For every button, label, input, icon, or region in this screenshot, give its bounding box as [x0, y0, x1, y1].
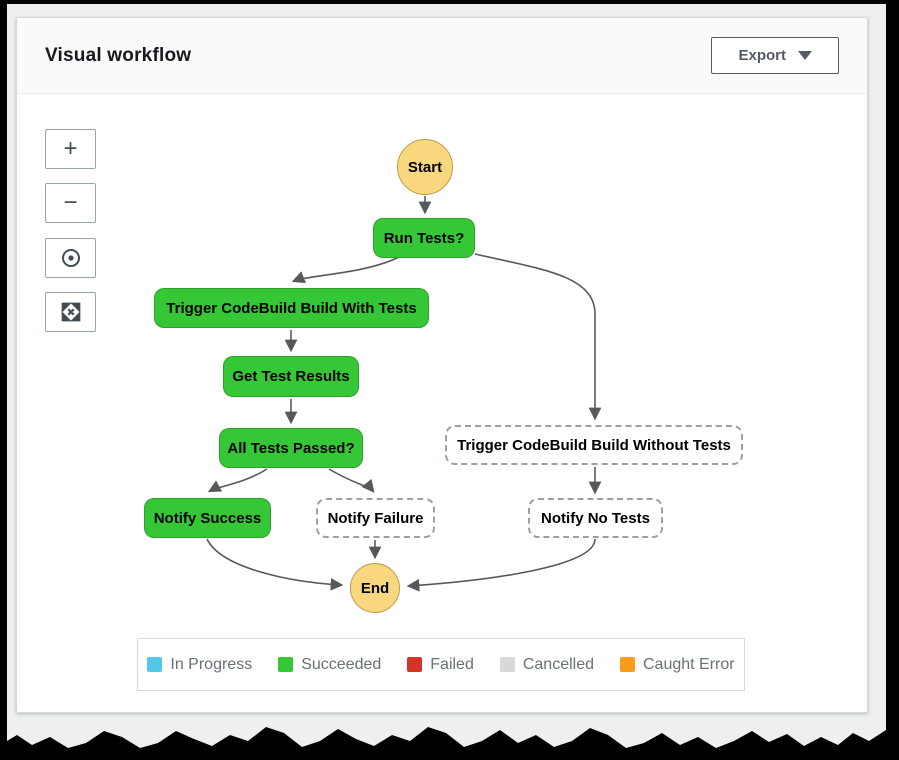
node-trigger-with-label: Trigger CodeBuild Build With Tests: [166, 299, 417, 317]
legend-label: Cancelled: [522, 655, 594, 673]
legend-label: Caught Error: [643, 655, 735, 673]
page-title: Visual workflow: [45, 44, 192, 66]
edge-allpassed-to-notifyfailure: [328, 468, 375, 493]
plus-icon: +: [63, 135, 78, 162]
status-legend: In Progress Succeeded Failed Cancelled C…: [137, 638, 745, 691]
legend-item-in-progress: In Progress: [147, 656, 252, 674]
edge-runtests-to-triggerwith: [291, 256, 400, 284]
in-progress-swatch-icon: [147, 657, 163, 672]
node-trigger-codebuild-without-tests[interactable]: Trigger CodeBuild Build Without Tests: [445, 425, 743, 465]
node-start-label: Start: [407, 158, 443, 176]
node-run-tests-label: Run Tests?: [383, 229, 465, 247]
node-notify-success-label: Notify Success: [153, 509, 262, 527]
legend-label: Succeeded: [301, 655, 382, 673]
edge-notifynotests-to-end: [406, 538, 596, 592]
cancelled-swatch-icon: [499, 657, 515, 672]
node-run-tests[interactable]: Run Tests?: [373, 218, 475, 258]
center-view-button[interactable]: [45, 238, 96, 278]
legend-item-succeeded: Succeeded: [278, 656, 381, 674]
node-notify-no-tests[interactable]: Notify No Tests: [528, 498, 663, 538]
edge-runtests-to-triggerwithout: [474, 253, 602, 421]
node-notify-success[interactable]: Notify Success: [144, 498, 271, 538]
expand-arrows-icon: [61, 302, 80, 322]
export-button-label: Export: [738, 47, 786, 64]
fit-to-screen-button[interactable]: [45, 292, 96, 332]
failed-swatch-icon: [407, 657, 423, 672]
zoom-out-button[interactable]: −: [45, 183, 96, 223]
succeeded-swatch-icon: [278, 657, 294, 672]
node-trigger-without-label: Trigger CodeBuild Build Without Tests: [457, 436, 731, 454]
node-notify-failure-label: Notify Failure: [327, 509, 424, 527]
center-target-icon: [61, 249, 80, 267]
screenshot-page: Visual workflow Export + −: [7, 4, 886, 748]
node-trigger-codebuild-with-tests[interactable]: Trigger CodeBuild Build With Tests: [154, 288, 429, 328]
visual-workflow-panel: Visual workflow Export + −: [16, 17, 868, 713]
node-end-label: End: [360, 579, 390, 597]
legend-item-cancelled: Cancelled: [499, 655, 594, 674]
zoom-in-button[interactable]: +: [45, 129, 96, 169]
caught-error-swatch-icon: [620, 657, 635, 672]
legend-item-failed: Failed: [407, 656, 474, 674]
legend-label: In Progress: [170, 655, 253, 673]
legend-item-caught-error: Caught Error: [620, 656, 735, 674]
edge-notifysuccess-to-end: [206, 538, 344, 591]
minus-icon: −: [63, 189, 78, 216]
node-all-tests-passed[interactable]: All Tests Passed?: [219, 428, 363, 468]
node-get-test-results[interactable]: Get Test Results: [223, 356, 359, 397]
node-notify-no-tests-label: Notify No Tests: [541, 509, 650, 527]
panel-header: Visual workflow Export: [17, 18, 867, 94]
export-button[interactable]: Export: [711, 37, 839, 74]
caret-down-icon: [798, 51, 812, 60]
node-get-results-label: Get Test Results: [232, 368, 350, 385]
node-start[interactable]: Start: [397, 139, 453, 195]
node-all-passed-label: All Tests Passed?: [227, 439, 355, 457]
node-end[interactable]: End: [350, 563, 400, 613]
edge-allpassed-to-notifysuccess: [207, 468, 268, 493]
workflow-edges: [206, 196, 602, 592]
node-notify-failure[interactable]: Notify Failure: [316, 498, 435, 538]
legend-label: Failed: [430, 655, 474, 673]
